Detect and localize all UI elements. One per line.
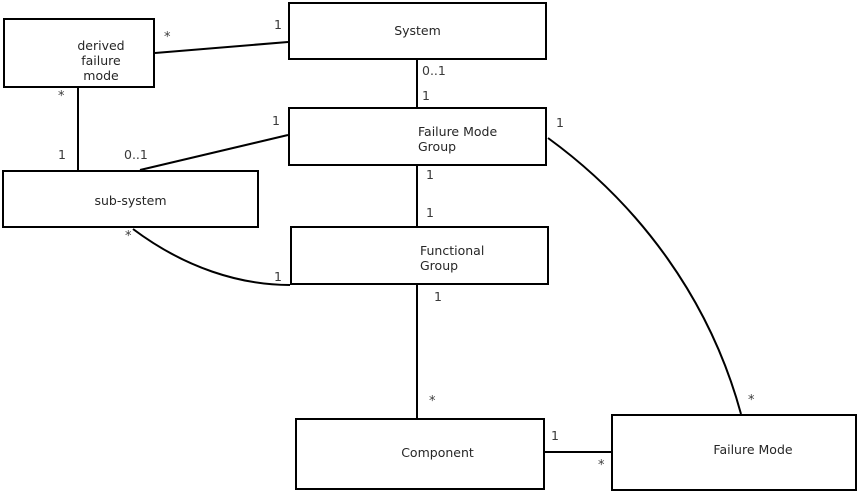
multiplicity-sub-system-to-failure-mode-group: 0..1 — [124, 147, 148, 162]
multiplicity-component-top-end: * — [429, 394, 436, 409]
association-line-derived-failure-mode-system — [154, 41, 289, 54]
multiplicity-system-left-end: 1 — [274, 17, 282, 32]
multiplicity-failure-mode-left-end: * — [598, 458, 605, 473]
multiplicity-functional-group-left-end: 1 — [274, 269, 282, 284]
class-label-sub-system: sub-system — [94, 193, 167, 208]
multiplicity-failure-mode-group-top-end: 1 — [422, 88, 430, 103]
class-label-derived-failure-mode: derived failure mode — [77, 38, 125, 83]
class-label-functional-group: Functional Group — [420, 243, 485, 273]
class-label-component: Component — [401, 445, 474, 460]
class-box-functional-group[interactable]: Functional Group — [290, 226, 549, 285]
multiplicity-functional-group-bottom-end: 1 — [434, 289, 442, 304]
class-box-failure-mode-group[interactable]: Failure Mode Group — [288, 107, 547, 166]
class-box-system[interactable]: System — [288, 2, 547, 60]
multiplicity-system-bottom-end: 0..1 — [422, 63, 446, 78]
class-label-failure-mode: Failure Mode — [713, 442, 793, 457]
class-box-derived-failure-mode[interactable]: derived failure mode — [3, 18, 155, 88]
multiplicity-derived-failure-mode-bottom-end: * — [58, 89, 65, 104]
association-curve-sub-system-functional-group — [132, 228, 291, 286]
multiplicity-functional-group-top-end: 1 — [426, 205, 434, 220]
class-label-system: System — [394, 23, 441, 38]
multiplicity-sub-system-top-end: 1 — [58, 147, 66, 162]
class-box-component[interactable]: Component — [295, 418, 545, 490]
multiplicity-failure-mode-group-right-end: 1 — [556, 115, 564, 130]
multiplicity-derived-failure-mode-to-system: * — [164, 30, 171, 45]
association-line-sub-system-failure-mode-group — [139, 134, 289, 171]
multiplicity-sub-system-bottom-end: * — [125, 229, 132, 244]
multiplicity-component-right-end: 1 — [551, 428, 559, 443]
class-box-sub-system[interactable]: sub-system — [2, 170, 259, 228]
class-label-failure-mode-group: Failure Mode Group — [418, 124, 498, 154]
multiplicity-failure-mode-top-end: * — [748, 393, 755, 408]
class-box-failure-mode[interactable]: Failure Mode — [611, 414, 857, 491]
multiplicity-failure-mode-group-left-end: 1 — [272, 113, 280, 128]
association-curve-failure-mode-group-failure-mode — [547, 137, 742, 415]
multiplicity-failure-mode-group-bottom-end: 1 — [426, 167, 434, 182]
